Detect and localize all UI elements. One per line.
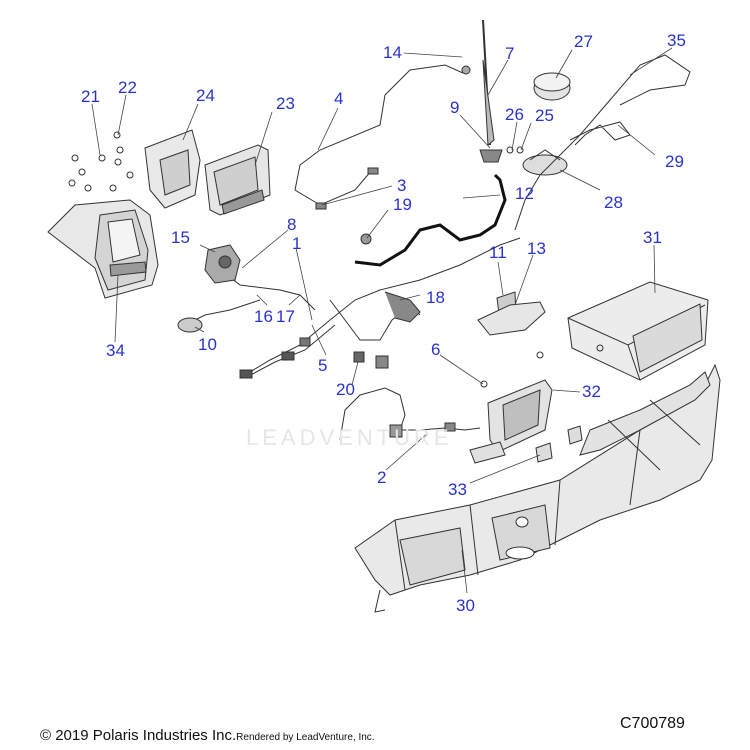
callout-4[interactable]: 4 [334,89,344,108]
part-34-dash-bezel [47,199,159,299]
part-33-clips [535,425,583,463]
part-32-switch-panel [469,379,553,464]
part-4-antenna-cable [294,64,464,210]
callout-31[interactable]: 31 [643,228,662,247]
callout-34[interactable]: 34 [106,341,125,360]
part-30-bumper-frame [354,363,721,613]
callout-14[interactable]: 14 [383,43,402,62]
callout-29[interactable]: 29 [665,152,684,171]
callout-6[interactable]: 6 [431,340,441,359]
callout-20[interactable]: 20 [336,380,355,399]
callout-30[interactable]: 30 [456,596,475,615]
callout-27[interactable]: 27 [574,32,593,51]
part-10-disc [177,317,203,333]
part-15-switch [204,244,241,284]
copyright-text: © 2019 Polaris Industries Inc. [40,727,237,744]
part-11-13-brackets [477,291,546,336]
part-6b-screw [536,351,544,359]
callout-16[interactable]: 16 [254,307,273,326]
watermark-text: LEADVENTURE [246,425,453,450]
part-2-sensor-cable [339,387,481,441]
part-7-9-antenna [461,19,503,163]
callout-9[interactable]: 9 [450,98,460,117]
callout-13[interactable]: 13 [527,239,546,258]
parts-21-22-screws [68,131,134,192]
part-6-screw [480,380,488,388]
callout-2[interactable]: 2 [377,468,387,487]
callout-18[interactable]: 18 [426,288,445,307]
callout-32[interactable]: 32 [582,382,601,401]
part-1-5-18-harness [184,237,521,379]
callout-21[interactable]: 21 [81,87,100,106]
leader-lines [91,47,673,594]
callout-23[interactable]: 23 [276,94,295,113]
callout-19[interactable]: 19 [393,195,412,214]
callout-5[interactable]: 5 [318,356,328,375]
callout-17[interactable]: 17 [276,307,295,326]
callout-25[interactable]: 25 [535,106,554,125]
callout-35[interactable]: 35 [667,31,686,50]
callout-33[interactable]: 33 [448,480,467,499]
part-26-bolt [506,146,514,154]
callout-8[interactable]: 8 [287,215,297,234]
part-27-dome [533,72,571,101]
part-35-cable [514,54,691,231]
part-28-gps [522,149,568,176]
part-31-storage-box [567,281,709,381]
callout-10[interactable]: 10 [198,335,217,354]
callout-3[interactable]: 3 [397,176,407,195]
callout-12[interactable]: 12 [515,184,534,203]
callout-22[interactable]: 22 [118,78,137,97]
footer-copyright-line: © 2019 Polaris Industries Inc.Rendered b… [40,727,375,744]
callout-11[interactable]: 11 [489,243,507,262]
part-20-nut [353,351,365,363]
callout-1[interactable]: 1 [292,234,302,253]
callout-28[interactable]: 28 [604,193,623,212]
callout-24[interactable]: 24 [196,86,215,105]
part-19-clip [360,233,372,245]
callout-7[interactable]: 7 [505,44,515,63]
part-23-display [204,144,271,216]
part-24-bracket [144,129,201,209]
callout-15[interactable]: 15 [171,228,190,247]
rendered-by-text: Rendered by LeadVenture, Inc. [236,732,375,743]
diagram-code: C700789 [620,715,685,732]
callout-26[interactable]: 26 [505,105,524,124]
part-12-battery-cable [354,173,507,267]
part-25-bolt [516,146,524,154]
